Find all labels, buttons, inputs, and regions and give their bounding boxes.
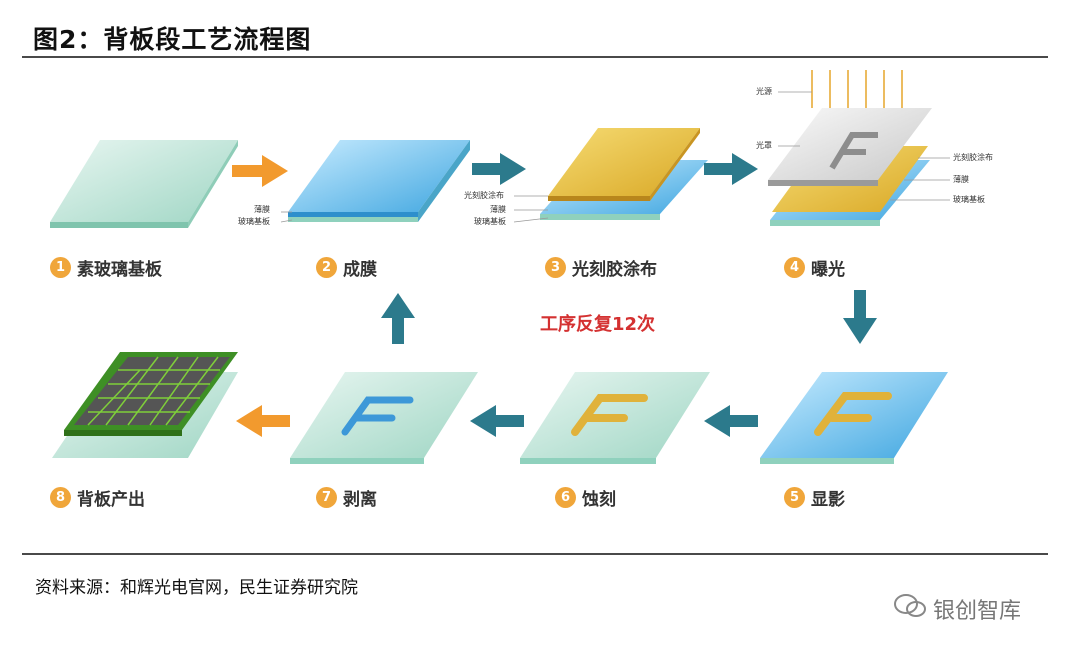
step5-develop-plate	[760, 372, 948, 464]
wechat-icon	[893, 593, 927, 625]
label-glass-4: 玻璃基板	[953, 195, 985, 204]
source-note: 资料来源：和辉光电官网，民生证券研究院	[35, 578, 358, 598]
bottom-rule	[22, 553, 1048, 555]
top-rule	[22, 56, 1048, 58]
figure-title: 图2：背板段工艺流程图	[33, 25, 312, 54]
step-6: 6 蚀刻	[555, 485, 616, 510]
step-number: 2	[316, 257, 337, 278]
step-8: 8 背板产出	[50, 485, 145, 510]
step-label: 显影	[811, 490, 845, 510]
step8-backplane-plate	[52, 352, 238, 458]
label-film-2: 薄膜	[254, 205, 270, 214]
step3-resist-plate	[540, 128, 708, 220]
step-number: 4	[784, 257, 805, 278]
label-glass-3: 玻璃基板	[474, 217, 506, 226]
repeat-label: 工序反复12次	[540, 314, 656, 335]
step-4: 4 曝光	[784, 255, 845, 280]
label-resist-4: 光刻胶涂布	[953, 153, 993, 162]
watermark-text: 银创智库	[933, 599, 1022, 624]
step-number: 8	[50, 487, 71, 508]
step7-strip-plate	[290, 372, 478, 464]
step-label: 素玻璃基板	[77, 260, 162, 280]
step1-glass-plate	[50, 140, 238, 228]
step-5: 5 显影	[784, 485, 845, 510]
label-film-3: 薄膜	[490, 205, 506, 214]
step-label: 背板产出	[77, 490, 145, 510]
arrow-3-4	[704, 153, 758, 185]
step-label: 剥离	[343, 490, 377, 510]
step-3: 3 光刻胶涂布	[545, 255, 657, 280]
step2-film-plate	[288, 140, 470, 222]
label-light-source: 光源	[756, 87, 772, 96]
step-label: 成膜	[343, 260, 377, 280]
step-7: 7 剥离	[316, 485, 377, 510]
step-label: 光刻胶涂布	[572, 260, 657, 280]
step4-exposure-plate	[768, 70, 932, 226]
label-film-4: 薄膜	[953, 175, 969, 184]
arrow-4-5	[843, 290, 877, 344]
step-label: 曝光	[811, 260, 845, 280]
arrow-7-8	[236, 405, 290, 437]
arrow-2-3	[472, 153, 526, 185]
step-number: 5	[784, 487, 805, 508]
arrow-6-7	[470, 405, 524, 437]
label-mask: 光罩	[756, 141, 772, 150]
arrow-1-2	[232, 155, 288, 187]
step-label: 蚀刻	[582, 490, 616, 510]
label-glass-2: 玻璃基板	[238, 217, 270, 226]
step-number: 7	[316, 487, 337, 508]
step-number: 3	[545, 257, 566, 278]
step-2: 2 成膜	[316, 255, 377, 280]
arrow-7-2	[381, 293, 415, 344]
step-number: 1	[50, 257, 71, 278]
step6-etch-plate	[520, 372, 710, 464]
step-number: 6	[555, 487, 576, 508]
label-resist-3: 光刻胶涂布	[464, 191, 504, 200]
step-1: 1 素玻璃基板	[50, 255, 162, 280]
arrow-5-6	[704, 405, 758, 437]
watermark: 银创智库	[893, 593, 1021, 625]
